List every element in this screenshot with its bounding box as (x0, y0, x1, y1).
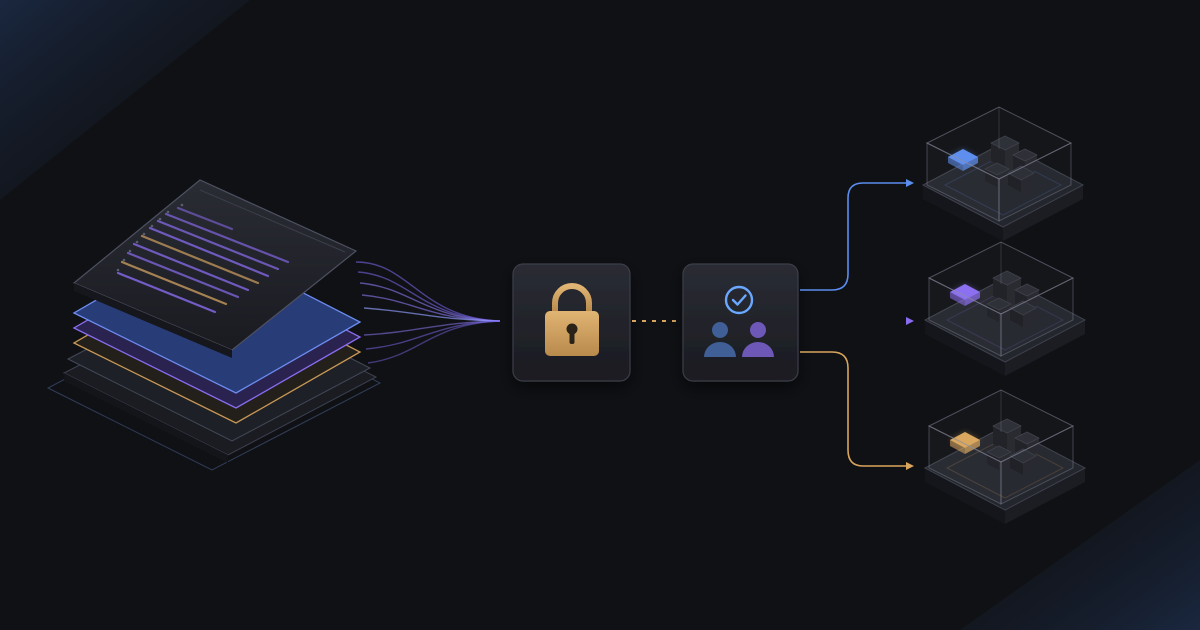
target-containers (921, 106, 1087, 524)
user-icon-left (704, 322, 736, 357)
isometric-container-icon (921, 106, 1085, 241)
converging-flow-lines (355, 261, 501, 364)
isometric-container-icon (923, 241, 1087, 376)
approval-node (682, 263, 799, 382)
stack-layer-top-document (72, 179, 358, 358)
document-stack-icon (46, 179, 382, 471)
isometric-container-icon (923, 389, 1087, 524)
background-corner-bottom-right (960, 460, 1200, 630)
check-circle-icon (724, 285, 754, 315)
document-margin-dots (116, 203, 184, 272)
arrow-to-target-3 (800, 351, 906, 467)
arrow-to-target-1 (800, 182, 906, 291)
branch-arrows (800, 179, 914, 470)
verified-users-icon (704, 285, 774, 357)
user-icon-right (742, 322, 774, 357)
background-corner-top-left (0, 0, 250, 200)
document-text-lines (116, 206, 290, 314)
padlock-icon (545, 283, 599, 356)
